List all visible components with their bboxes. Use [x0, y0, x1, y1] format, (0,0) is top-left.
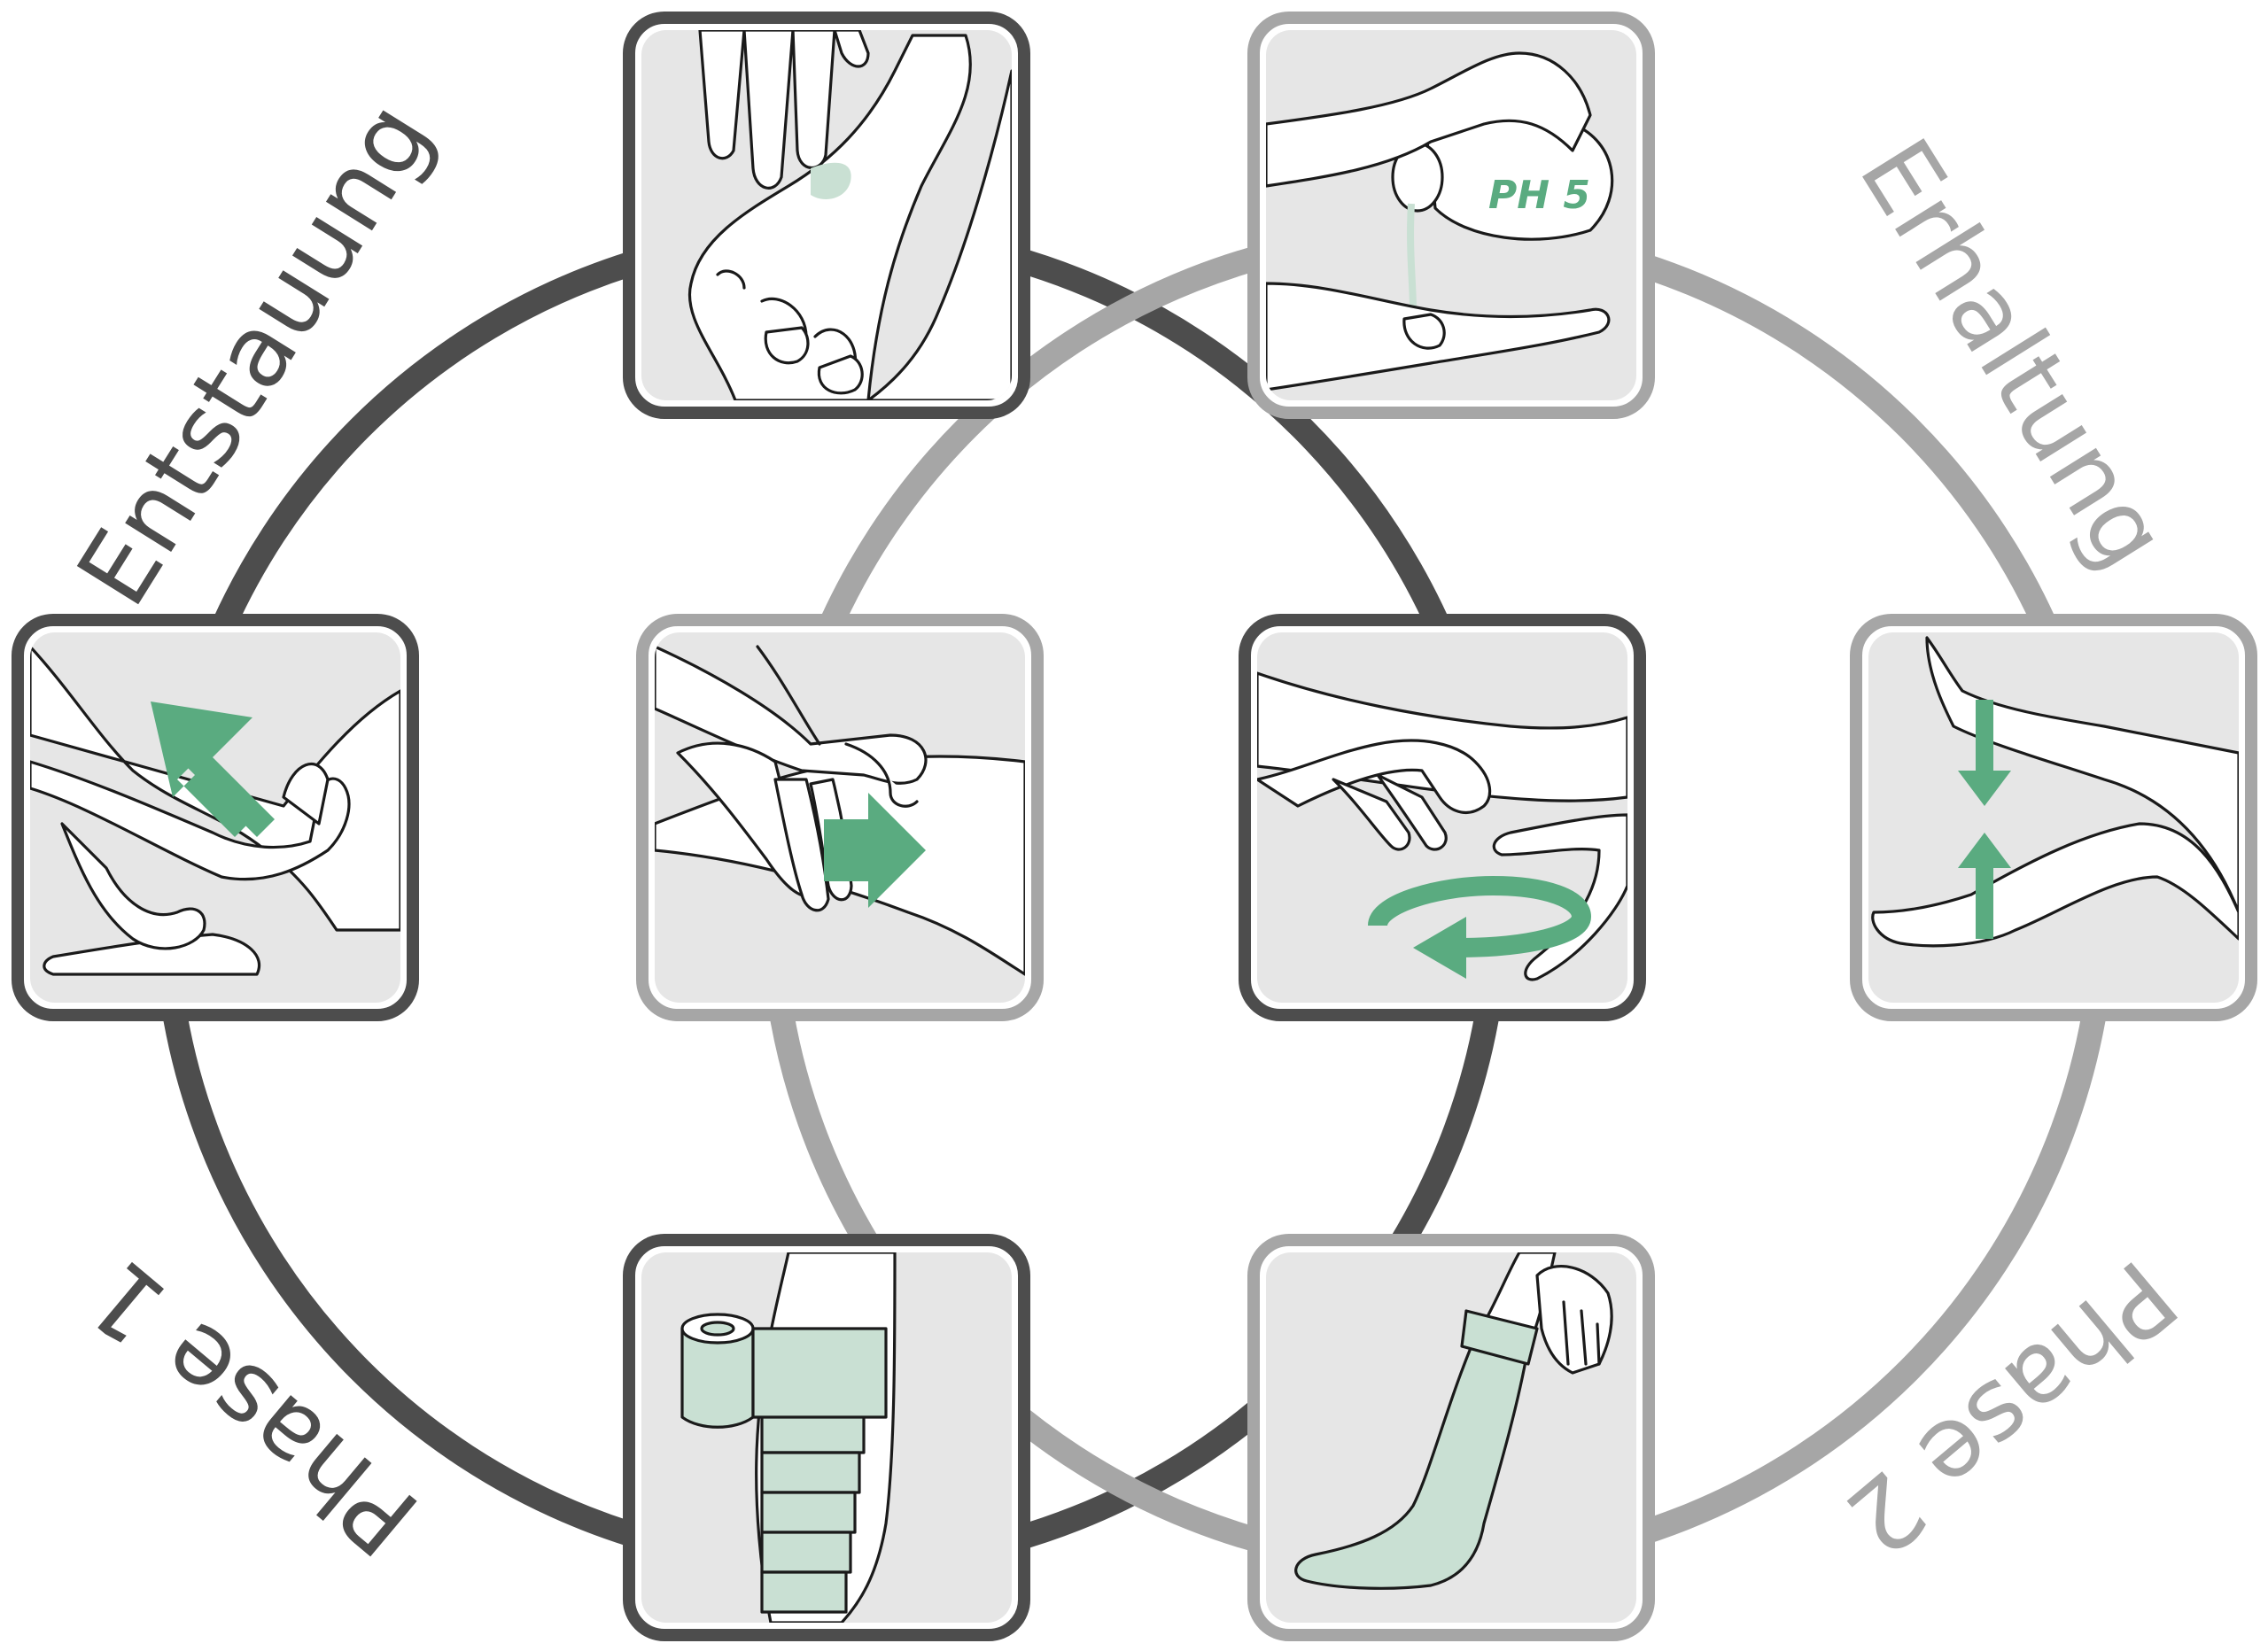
tile-compression-bandage — [623, 1234, 1030, 1641]
foot-skin-care-icon — [641, 30, 1012, 400]
circular-massage-icon — [1257, 632, 1627, 1003]
stroking-thigh-icon — [655, 632, 1025, 1003]
tile-foot-care — [623, 12, 1030, 419]
erhaltung-label: Erhaltung — [1837, 120, 2189, 588]
tile-compression-stocking — [1247, 1234, 1655, 1641]
compression-bandage-icon — [641, 1252, 1012, 1623]
tile-leg-exercise — [1850, 614, 2257, 1021]
leg-exercise-icon — [1868, 632, 2239, 1003]
lymph-drainage-leg-icon — [30, 632, 400, 1003]
tile-ph5-lotion: PH 5 — [1247, 12, 1655, 419]
tile-stroking-thigh — [636, 614, 1044, 1021]
ph5-lotion-icon: PH 5 — [1266, 30, 1636, 400]
ph5-bottle-label: PH 5 — [1488, 173, 1590, 218]
tile-lymph-drainage — [12, 614, 419, 1021]
compression-stocking-icon — [1266, 1252, 1636, 1623]
tile-circular-massage — [1239, 614, 1646, 1021]
